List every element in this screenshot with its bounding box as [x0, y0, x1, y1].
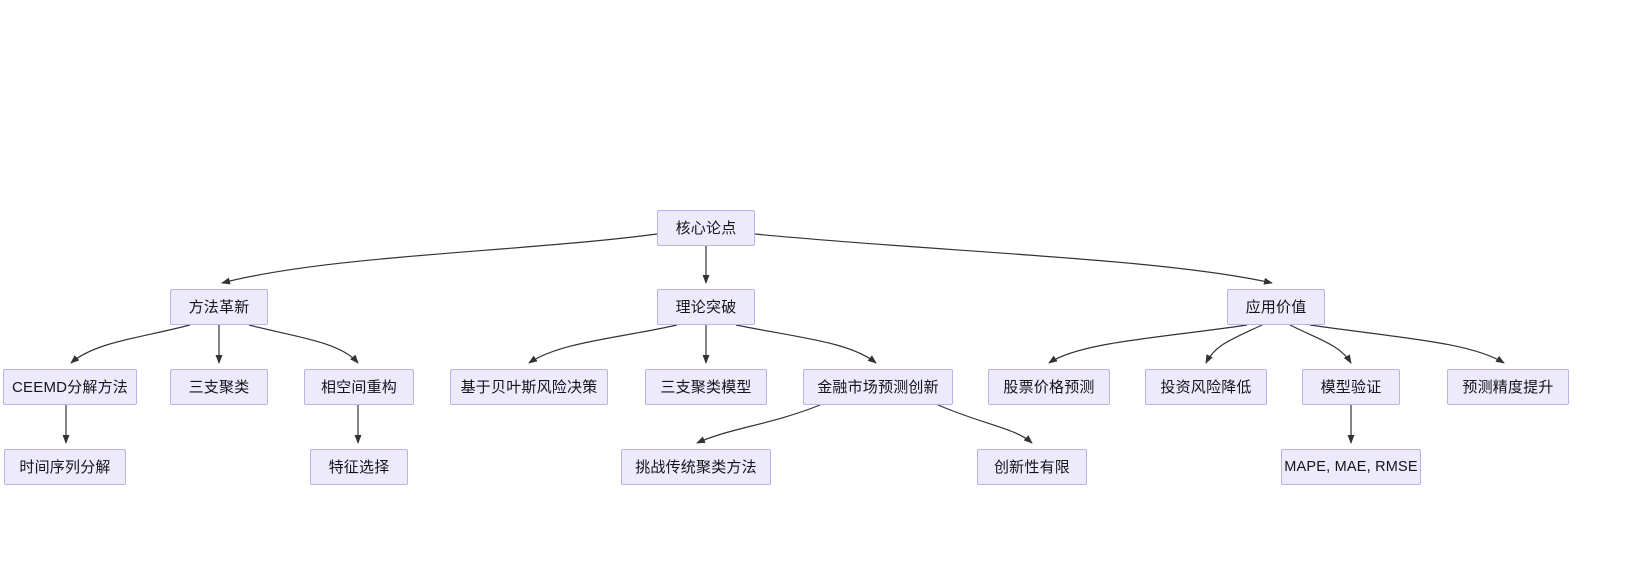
edge-method-to-ceemd [70, 324, 191, 364]
node-application[interactable]: 应用价值 [1227, 289, 1325, 325]
edge-finance-to-challenge [696, 404, 821, 444]
edge-application-to-stock [1048, 324, 1248, 364]
edge-root-to-method [221, 233, 658, 285]
node-label-accuracy: 预测精度提升 [1462, 378, 1554, 396]
node-risk[interactable]: 投资风险降低 [1145, 369, 1267, 405]
node-label-root: 核心论点 [675, 219, 737, 237]
node-label-application: 应用价值 [1245, 298, 1307, 316]
edge-root-to-application [754, 233, 1273, 285]
node-root[interactable]: 核心论点 [657, 210, 755, 246]
edge-theory-to-finance [735, 324, 877, 364]
node-twcmodel[interactable]: 三支聚类模型 [645, 369, 767, 405]
node-metrics[interactable]: MAPE, MAE, RMSE [1281, 449, 1421, 485]
node-label-theory: 理论突破 [675, 298, 737, 316]
node-method[interactable]: 方法革新 [170, 289, 268, 325]
node-label-validate: 模型验证 [1320, 378, 1382, 396]
edge-method-to-phase [248, 324, 359, 364]
node-label-feature: 特征选择 [328, 458, 390, 476]
edge-theory-to-bayes [528, 324, 678, 364]
edge-application-to-risk [1205, 324, 1263, 364]
node-label-threeway: 三支聚类 [188, 378, 250, 396]
node-label-stock: 股票价格预测 [1003, 378, 1095, 396]
node-label-bayes: 基于贝叶斯风险决策 [460, 378, 598, 396]
node-label-tsdecomp: 时间序列分解 [19, 458, 111, 476]
node-label-metrics: MAPE, MAE, RMSE [1284, 458, 1418, 475]
node-limited[interactable]: 创新性有限 [977, 449, 1087, 485]
node-accuracy[interactable]: 预测精度提升 [1447, 369, 1569, 405]
node-tsdecomp[interactable]: 时间序列分解 [4, 449, 126, 485]
edge-application-to-accuracy [1309, 324, 1505, 364]
node-ceemd[interactable]: CEEMD分解方法 [3, 369, 137, 405]
node-label-ceemd: CEEMD分解方法 [12, 378, 128, 396]
node-phase[interactable]: 相空间重构 [304, 369, 414, 405]
node-theory[interactable]: 理论突破 [657, 289, 755, 325]
node-finance[interactable]: 金融市场预测创新 [803, 369, 953, 405]
node-label-challenge: 挑战传统聚类方法 [635, 458, 757, 476]
edge-finance-to-limited [937, 404, 1033, 444]
node-validate[interactable]: 模型验证 [1302, 369, 1400, 405]
edge-group [62, 233, 1505, 444]
node-threeway[interactable]: 三支聚类 [170, 369, 268, 405]
node-label-finance: 金融市场预测创新 [817, 378, 939, 396]
node-bayes[interactable]: 基于贝叶斯风险决策 [450, 369, 608, 405]
node-label-limited: 创新性有限 [993, 458, 1070, 476]
edge-application-to-validate [1289, 324, 1352, 364]
node-challenge[interactable]: 挑战传统聚类方法 [621, 449, 771, 485]
node-label-method: 方法革新 [188, 298, 250, 316]
node-stock[interactable]: 股票价格预测 [988, 369, 1110, 405]
node-label-risk: 投资风险降低 [1160, 378, 1252, 396]
node-label-phase: 相空间重构 [320, 378, 397, 396]
node-feature[interactable]: 特征选择 [310, 449, 408, 485]
node-label-twcmodel: 三支聚类模型 [660, 378, 752, 396]
